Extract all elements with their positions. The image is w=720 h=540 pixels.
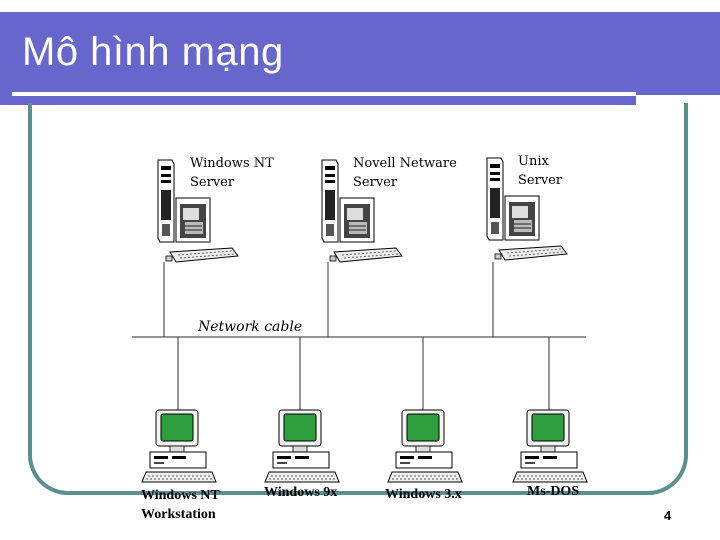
title-banner <box>0 12 720 105</box>
workstation-label-windows-9x: Windows 9x <box>264 485 338 500</box>
workstation-computer-icon <box>264 409 340 483</box>
server-label-line1: Unix <box>518 154 549 169</box>
server-label-line2: Server <box>190 175 235 190</box>
workstation-label-windows-3x: Windows 3.x <box>385 487 462 502</box>
workstation-computer-icon <box>387 409 463 483</box>
workstation-computer-icon <box>512 409 588 483</box>
workstation-label-line1: Windows NT <box>141 488 220 503</box>
page-number: 4 <box>664 508 672 523</box>
server-label-novell: Novell Netware Server <box>353 154 457 192</box>
workstation-label-ms-dos: Ms-DOS <box>527 484 580 499</box>
network-cable-label: Network cable <box>198 319 303 335</box>
server-label-line2: Server <box>518 173 563 188</box>
server-label-windows-nt: Windows NT Server <box>190 154 274 192</box>
server-label-line1: Windows NT <box>190 156 274 171</box>
slide-title: Mô hình mạng <box>22 30 284 74</box>
content-frame <box>28 103 688 495</box>
workstation-label-windows-nt: Windows NT Workstation <box>141 486 220 524</box>
server-label-line2: Server <box>353 175 398 190</box>
server-label-unix: Unix Server <box>518 152 562 190</box>
workstation-label-line2: Workstation <box>141 507 216 522</box>
server-label-line1: Novell Netware <box>353 156 457 171</box>
workstation-computer-icon <box>141 409 217 483</box>
title-underline <box>12 92 636 96</box>
